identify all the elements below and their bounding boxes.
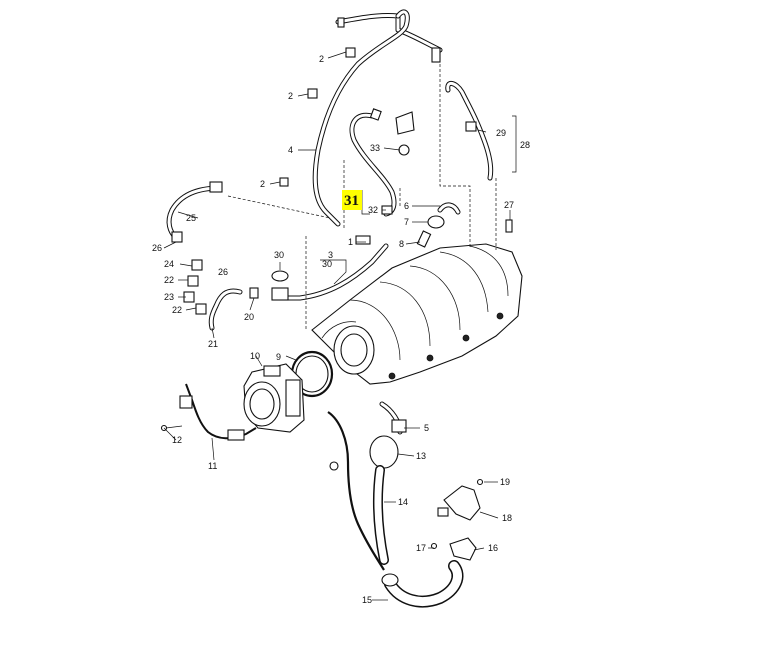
callout-27: 27 — [504, 200, 514, 210]
callout-30: 30 — [322, 259, 332, 269]
callout-1: 1 — [348, 237, 353, 247]
callout-16: 16 — [488, 543, 498, 553]
callout-21: 21 — [208, 339, 218, 349]
highlight-label: 31 — [344, 193, 359, 209]
callout-29: 29 — [496, 128, 506, 138]
callout-20: 20 — [244, 312, 254, 322]
callout-13: 13 — [416, 451, 426, 461]
callout-5: 5 — [424, 423, 429, 433]
brackets-16-18 — [430, 478, 484, 561]
callout-26: 26 — [218, 267, 228, 277]
callout-labels: 2 2 2 4 33 29 28 32 6 7 8 27 1 25 26 26 … — [152, 54, 530, 605]
callout-25: 25 — [186, 213, 196, 223]
highlight-box — [342, 190, 362, 210]
callout-2: 2 — [260, 179, 265, 189]
callout-30: 30 — [274, 250, 284, 260]
callout-18: 18 — [502, 513, 512, 523]
callout-17: 17 — [416, 543, 426, 553]
callout-4: 4 — [288, 145, 293, 155]
bracket-33 — [395, 111, 415, 156]
callout-26: 26 — [152, 243, 162, 253]
upper-hose-assembly — [312, 9, 443, 227]
callout-2: 2 — [319, 54, 324, 64]
callout-6: 6 — [404, 201, 409, 211]
callout-22: 22 — [164, 275, 174, 285]
callout-14: 14 — [398, 497, 408, 507]
callout-22: 22 — [172, 305, 182, 315]
callout-33: 33 — [370, 143, 380, 153]
callout-28: 28 — [520, 140, 530, 150]
hose-28 — [445, 81, 494, 181]
callout-19: 19 — [500, 477, 510, 487]
callout-23: 23 — [164, 292, 174, 302]
callout-9: 9 — [276, 352, 281, 362]
throttle-body-10 — [243, 363, 305, 433]
pipe-3 — [271, 243, 389, 301]
callout-2: 2 — [288, 91, 293, 101]
small-parts — [416, 202, 513, 248]
callout-10: 10 — [250, 351, 260, 361]
highlight-callout-31: 31 — [342, 190, 362, 210]
hose-31 — [349, 108, 397, 217]
guide-lines — [227, 64, 497, 330]
callout-11: 11 — [208, 461, 217, 471]
callout-8: 8 — [399, 239, 404, 249]
callout-7: 7 — [404, 217, 409, 227]
cable-11 — [160, 383, 257, 441]
callout-15: 15 — [362, 595, 372, 605]
left-hose-assembly — [166, 181, 259, 331]
callout-24: 24 — [164, 259, 174, 269]
callout-32: 32 — [368, 205, 378, 215]
callout-3: 3 — [328, 250, 333, 260]
callout-12: 12 — [172, 435, 182, 445]
intake-manifold — [311, 243, 523, 385]
lower-hose-assembly — [327, 401, 464, 608]
